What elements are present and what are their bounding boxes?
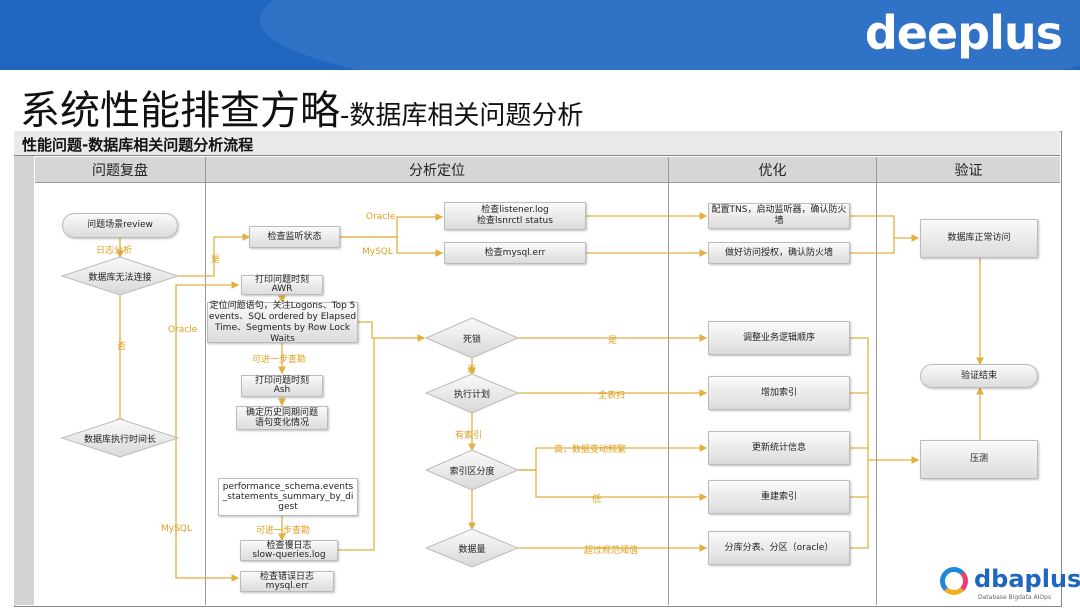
edge-label: 日志分析 bbox=[96, 246, 133, 256]
node-history-sql: 确定历史同期问题 语句变化情况 bbox=[236, 406, 328, 430]
edge-label: Oracle bbox=[168, 325, 198, 335]
edge-locate-to-deadlock bbox=[358, 321, 426, 342]
decision-deadlock bbox=[424, 317, 520, 359]
dbaplus-logo-icon bbox=[940, 567, 968, 595]
column-header-review: 问题复盘 bbox=[35, 157, 206, 183]
node-print-awr: 打印问题时刻 AWR bbox=[241, 275, 323, 295]
node-partition: 分库分表、分区（oracle） bbox=[708, 531, 850, 565]
banner-decoration bbox=[260, 0, 1080, 70]
edge-grant-to-normal bbox=[850, 238, 895, 254]
decision-label: 死锁 bbox=[462, 334, 481, 345]
edge-tns-to-normal bbox=[850, 215, 920, 242]
header-banner: deeplus bbox=[0, 0, 1080, 70]
node-update-stats: 更新统计信息 bbox=[708, 431, 850, 465]
node-check-listener-log: 检查listener.log 检查lsnrctl status bbox=[444, 202, 586, 230]
lane-divider bbox=[205, 182, 206, 605]
node-grant-access: 做好访问授权，确认防火墙 bbox=[708, 242, 850, 264]
flowchart-title: 性能问题-数据库相关问题分析流程 bbox=[22, 136, 254, 154]
decision-db-exec-long bbox=[60, 418, 180, 458]
edge-label: 高，数据变动频繁 bbox=[554, 445, 627, 455]
deeplus-logo: deeplus bbox=[864, 6, 1063, 60]
node-check-slow-log: 检查慢日志 slow-queries.log bbox=[240, 540, 338, 561]
decision-index-selectivity bbox=[424, 449, 520, 491]
edge-label: MySQL bbox=[161, 524, 192, 534]
edge-label: 低 bbox=[592, 495, 602, 505]
slide-title: 系统性能排查方略-数据库相关问题分析 bbox=[20, 78, 583, 136]
node-verify-end: 验证结束 bbox=[920, 364, 1038, 388]
edge-oracle-branch bbox=[175, 281, 240, 438]
lane-divider bbox=[876, 182, 877, 605]
node-locate-sql: 定位问题语句，关注Logons、Top 5 events、SQL ordered… bbox=[207, 300, 358, 344]
dbaplus-logo: dbaplus Database Bigdata AIOps bbox=[938, 565, 1080, 605]
decision-label: 索引区分度 bbox=[449, 466, 495, 477]
column-header-analysis: 分析定位 bbox=[206, 157, 669, 183]
edge-sel-to-rebuild bbox=[518, 469, 708, 501]
edge-label: 可进一步查勘 bbox=[256, 526, 311, 536]
edge-label: 是 bbox=[608, 336, 618, 346]
column-header-verify: 验证 bbox=[877, 157, 1060, 183]
node-db-normal: 数据库正常访问 bbox=[920, 219, 1038, 258]
edge-label: Oracle bbox=[366, 212, 396, 222]
node-rebuild-index: 重建索引 bbox=[708, 480, 850, 514]
column-header-optimize: 优化 bbox=[669, 157, 877, 183]
node-check-mysql-err: 检查mysql.err bbox=[444, 242, 586, 264]
left-strip bbox=[14, 156, 34, 605]
slide-title-sub: -数据库相关问题分析 bbox=[340, 101, 584, 131]
edge-rebuild-to-stress bbox=[850, 460, 869, 498]
edge-adjust-to-stress bbox=[850, 337, 920, 464]
decision-exec-plan bbox=[424, 373, 520, 414]
node-check-listener-state: 检查监听状态 bbox=[249, 226, 340, 248]
slide-title-main: 系统性能排查方略 bbox=[20, 88, 340, 134]
node-adjust-logic: 调整业务逻辑顺序 bbox=[708, 321, 850, 355]
decision-label: 数据量 bbox=[458, 544, 486, 555]
decision-data-volume bbox=[424, 528, 520, 568]
node-config-tns: 配置TNS，启动监听器，确认防火墙 bbox=[708, 203, 850, 229]
node-perf-schema: performance_schema.events _statements_su… bbox=[218, 478, 358, 516]
edge-mysql-branch bbox=[175, 438, 240, 582]
edge-label: 全表扫 bbox=[598, 391, 626, 401]
node-stress-test: 压测 bbox=[920, 440, 1038, 479]
decision-label: 执行计划 bbox=[453, 389, 490, 400]
decision-label: 数据库执行时间长 bbox=[83, 434, 156, 445]
decision-label: 数据库无法连接 bbox=[88, 272, 152, 283]
edge-label: 可进一步查勘 bbox=[252, 355, 307, 365]
edge-label: 有索引 bbox=[455, 431, 483, 441]
flowchart-header bbox=[14, 131, 1060, 156]
edge-slow-to-deadlock bbox=[338, 338, 375, 551]
node-add-index: 增加索引 bbox=[708, 376, 850, 410]
dbaplus-logo-tagline: Database Bigdata AIOps bbox=[978, 594, 1052, 601]
dbaplus-logo-text: dbaplus bbox=[974, 565, 1080, 593]
decision-db-conn-fail bbox=[60, 256, 180, 296]
edge-label: 超过规范阈值 bbox=[584, 546, 639, 556]
edge-conn-to-listener bbox=[178, 233, 251, 277]
edge-label: 是 bbox=[211, 255, 221, 265]
edge-label: MySQL bbox=[362, 247, 393, 257]
edge-label: 否 bbox=[467, 365, 477, 375]
node-check-error-log: 检查错误日志 mysql.err bbox=[240, 571, 334, 592]
edge-label: 否 bbox=[117, 342, 127, 352]
edge-partition-to-stress bbox=[850, 497, 869, 549]
node-print-ash: 打印问题时刻 Ash bbox=[241, 375, 323, 397]
node-review: 问题场景review bbox=[62, 213, 178, 238]
edge-listener-mysql bbox=[340, 236, 444, 257]
